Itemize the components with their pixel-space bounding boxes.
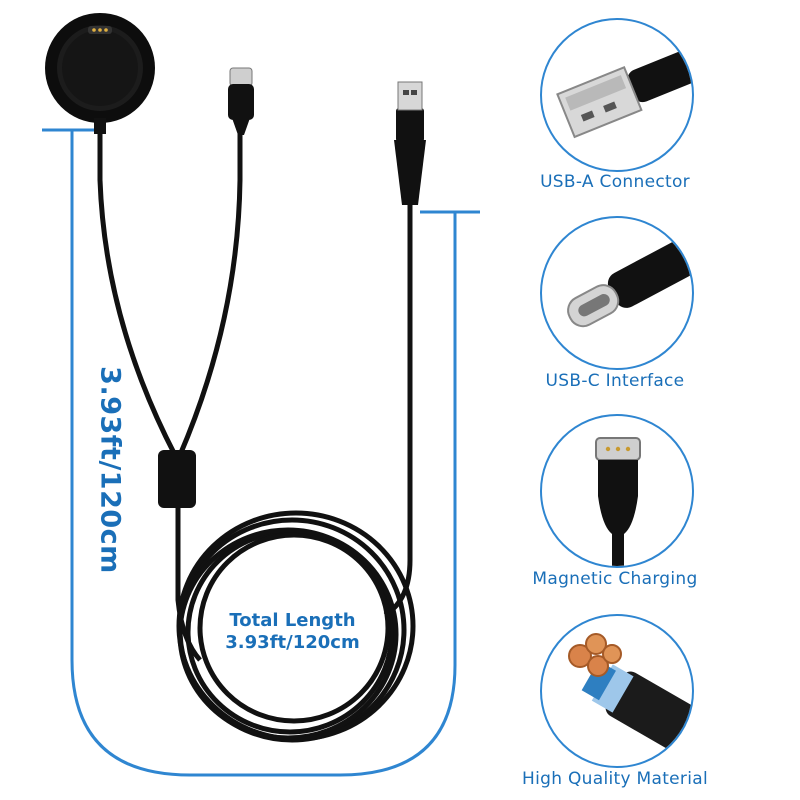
feature-label-usb-c: USB-C Interface (545, 371, 685, 391)
feature-circle-usb-c (540, 216, 694, 370)
charging-puck (45, 13, 155, 134)
split-cables (97, 120, 243, 662)
cable-junction (158, 450, 196, 508)
length-dimension-bracket (42, 128, 480, 777)
cable-cross-section-icon (568, 633, 692, 763)
feature-circle-usb-a (540, 18, 694, 172)
usb-a-connector-icon (556, 46, 692, 139)
feature-label-usb-a: USB-A Connector (540, 172, 690, 192)
usb-a-cable (383, 81, 426, 618)
feature-label-material: High Quality Material (522, 769, 708, 789)
total-length-value: 3.93ft/120cm (225, 632, 360, 653)
total-length-label: Total Length 3.93ft/120cm (210, 608, 375, 656)
usb-c-connector-icon (567, 235, 692, 328)
vertical-length-label: 3.93ft/120cm (94, 366, 126, 574)
feature-label-magnetic: Magnetic Charging (532, 569, 698, 589)
magnetic-charging-pin-icon (595, 437, 641, 566)
coiled-cable (176, 510, 416, 743)
usb-c-plug (228, 67, 254, 135)
feature-circle-magnetic (540, 414, 694, 568)
total-length-title: Total Length (229, 610, 356, 631)
feature-circle-material (540, 614, 694, 768)
